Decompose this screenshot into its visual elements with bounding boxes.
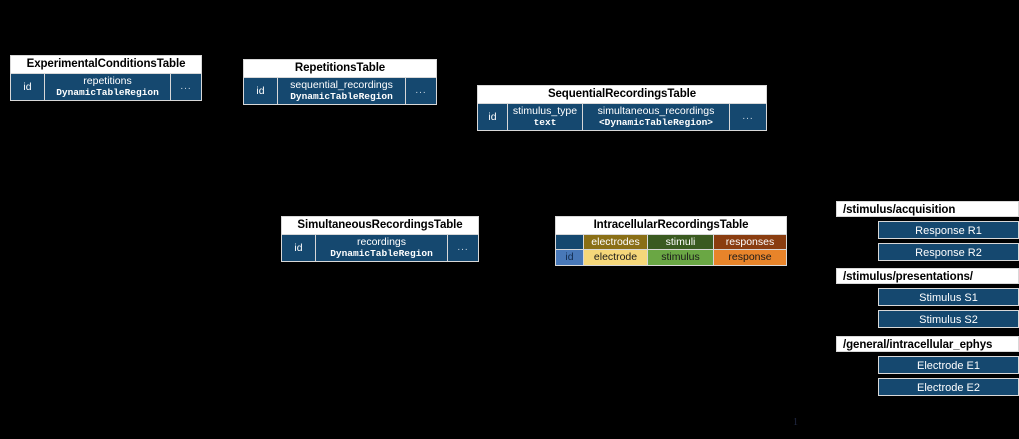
category-group-cell <box>556 235 584 250</box>
column-cell: electrode <box>584 250 648 265</box>
experimental-conditions-table: ExperimentalConditionsTable id repetitions… <box>10 55 202 101</box>
column-type: DynamicTableRegion <box>330 248 433 259</box>
column-name: id <box>23 81 32 93</box>
table-title: SequentialRecordingsTable <box>478 86 766 104</box>
column-cell: id <box>282 235 316 261</box>
page-number: 1 <box>793 417 798 428</box>
table-title: IntracellularRecordingsTable <box>556 217 786 235</box>
sequential-recordings-table: SequentialRecordingsTable id stimulus_type… <box>477 85 767 131</box>
group-object-item: Electrode E2 <box>878 378 1019 396</box>
column-cell: stimulus <box>648 250 714 265</box>
column-name: stimulus_type <box>512 105 578 117</box>
column-type: DynamicTableRegion <box>290 91 393 102</box>
group-object-item: Response R2 <box>878 243 1019 261</box>
column-cell: simultaneous_recordings<DynamicTableRegi… <box>583 104 730 130</box>
column-cell: response <box>714 250 786 265</box>
stimulus-presentations-group: /stimulus/presentations/Stimulus S1 Stimu… <box>836 268 1019 328</box>
category-group-cell: stimuli <box>648 235 714 250</box>
column-name: ... <box>457 242 469 253</box>
column-name: id <box>256 85 265 97</box>
column-more-cell: ... <box>406 78 436 104</box>
column-type: text <box>533 117 557 128</box>
column-cell: id <box>11 74 45 100</box>
column-name: recordings <box>356 236 407 248</box>
column-name: id <box>488 111 497 123</box>
column-type: <DynamicTableRegion> <box>598 117 714 128</box>
group-path-label: /general/intracellular_ephys <box>836 336 1019 352</box>
column-name: ... <box>742 111 754 122</box>
column-cell: id <box>556 250 584 265</box>
group-object-item: Response R1 <box>878 221 1019 239</box>
group-object-item: Stimulus S1 <box>878 288 1019 306</box>
table-title: ExperimentalConditionsTable <box>11 56 201 74</box>
column-name: simultaneous_recordings <box>597 105 715 117</box>
table-title: RepetitionsTable <box>244 60 436 78</box>
column-more-cell: ... <box>730 104 766 130</box>
column-more-cell: ... <box>171 74 201 100</box>
column-type: DynamicTableRegion <box>56 87 159 98</box>
category-group-cell: electrodes <box>584 235 648 250</box>
column-cell: id <box>478 104 508 130</box>
column-name: ... <box>415 85 427 96</box>
category-group-cell: responses <box>714 235 786 250</box>
group-object-item: Stimulus S2 <box>878 310 1019 328</box>
table-title: SimultaneousRecordingsTable <box>282 217 478 235</box>
column-name: sequential_recordings <box>290 79 393 91</box>
group-path-label: /stimulus/acquisition <box>836 201 1019 217</box>
group-path-label: /stimulus/presentations/ <box>836 268 1019 284</box>
column-more-cell: ... <box>448 235 478 261</box>
column-name: repetitions <box>83 75 132 87</box>
column-name: id <box>294 242 303 254</box>
column-cell: id <box>244 78 278 104</box>
group-object-item: Electrode E1 <box>878 356 1019 374</box>
column-name: ... <box>180 81 192 92</box>
